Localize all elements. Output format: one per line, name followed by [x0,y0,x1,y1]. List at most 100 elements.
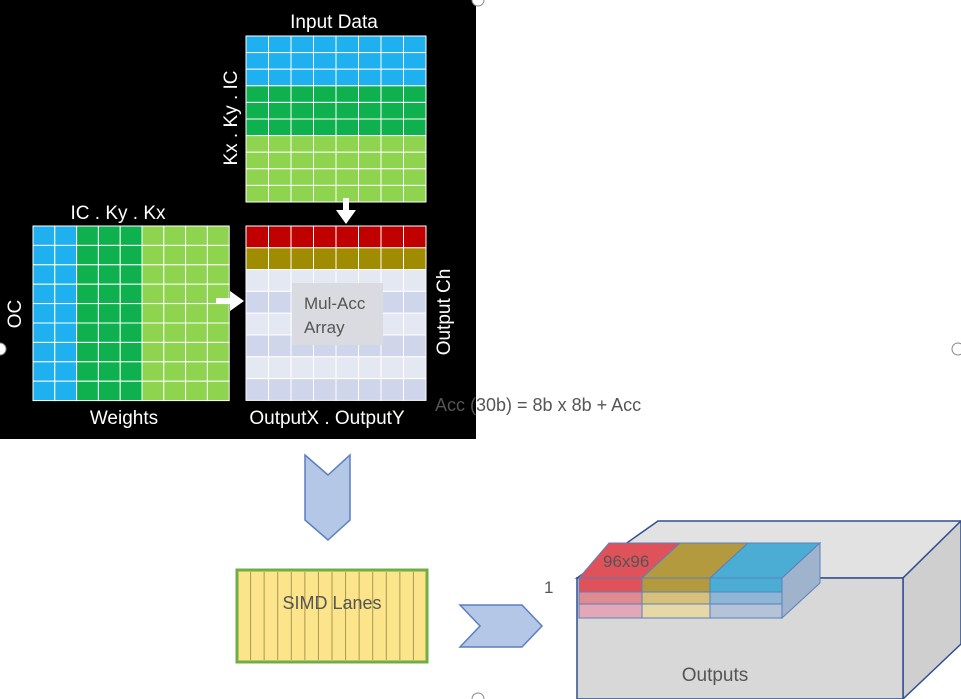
weight-cell [54,322,78,343]
input-cell [313,85,337,103]
weight-cell [185,244,208,266]
input-cell [290,85,314,103]
input-cell [358,101,382,120]
resize-handle-top[interactable] [471,0,485,7]
simd-label: SIMD Lanes [282,593,381,613]
output-cell [380,247,404,271]
input-cell [380,118,404,137]
input-cell [245,168,269,186]
weight-cell [163,283,187,305]
weight-cell [141,244,165,266]
output-cell [245,247,269,271]
input-cell [380,168,404,186]
output-cell [403,290,427,314]
simd-lanes-box [235,568,429,664]
input-cell [380,101,404,120]
weight-cell [185,303,208,324]
input-cell [268,68,292,87]
output-cell [290,247,314,271]
weight-cell [163,380,187,402]
weight-cell [185,341,208,363]
input-cell [403,52,427,70]
output-tile-blue [708,541,822,620]
acc-formula: Acc (30b) = 8b x 8b + Acc [435,395,641,415]
input-cell [335,68,359,87]
input-cell [290,101,314,120]
weight-cell [76,322,99,343]
output-cell [403,356,427,380]
weight-cell [119,361,143,382]
mulacc-box [292,283,383,345]
outputs-label: Outputs [682,665,749,686]
weight-cell [76,225,99,246]
input-cell [268,52,292,70]
weight-cell [163,244,187,266]
output-cell [245,290,269,314]
weight-cell [141,225,165,246]
output-cell [313,225,337,249]
input-cell [335,135,359,153]
weight-cell [97,341,121,363]
weight-cell [163,303,187,324]
weight-cell [54,361,78,382]
weight-cell [76,380,99,402]
weights-top-label: IC . Ky . Kx [70,203,166,224]
input-cell [313,35,337,54]
output-cell [380,312,404,336]
down-chevron-arrow [304,453,351,542]
output-cell [403,312,427,336]
weight-cell [76,303,99,324]
weight-cell [76,244,99,266]
input-cell [268,168,292,186]
output-cell [358,378,382,401]
input-cell [245,52,269,70]
weight-cell [206,341,230,363]
weight-cell [76,361,99,382]
input-cell [380,135,404,153]
weight-cell [163,322,187,343]
input-cell [313,68,337,87]
weight-cell [32,361,56,382]
weight-cell [32,264,56,285]
resize-handle-bottom[interactable] [471,692,485,699]
output-tile-red [577,542,682,619]
input-cell [290,184,314,203]
weight-cell [76,264,99,285]
mulacc-line2: Array [304,318,345,337]
output-cell [313,247,337,271]
weight-cell [119,322,143,343]
weight-cell [97,303,121,324]
output-cell [268,312,292,336]
input-cell [358,68,382,87]
right-arrow-icon [216,291,244,311]
weight-cell [206,264,230,285]
input-cell [380,85,404,103]
input-cell [358,184,382,203]
input-cell [268,151,292,170]
input-cell [358,168,382,186]
weight-cell [119,225,143,246]
input-cell [245,85,269,103]
input-cell [380,151,404,170]
output-cell [335,378,359,401]
output-cell [380,225,404,249]
input-cell [403,85,427,103]
input-cell [268,101,292,120]
resize-handle-left[interactable] [0,342,7,356]
weight-cell [54,341,78,363]
weight-cell [163,361,187,382]
weight-cell [141,341,165,363]
resize-handle-right[interactable] [951,342,961,356]
weight-cell [185,361,208,382]
weight-cell [97,380,121,402]
weight-cell [206,380,230,402]
input-cell [245,135,269,153]
output-cell [403,269,427,292]
weight-cell [54,380,78,402]
output-cell [268,356,292,380]
weight-cell [97,225,121,246]
input-cell [268,118,292,137]
weight-cell [206,322,230,343]
output-cell [268,269,292,292]
